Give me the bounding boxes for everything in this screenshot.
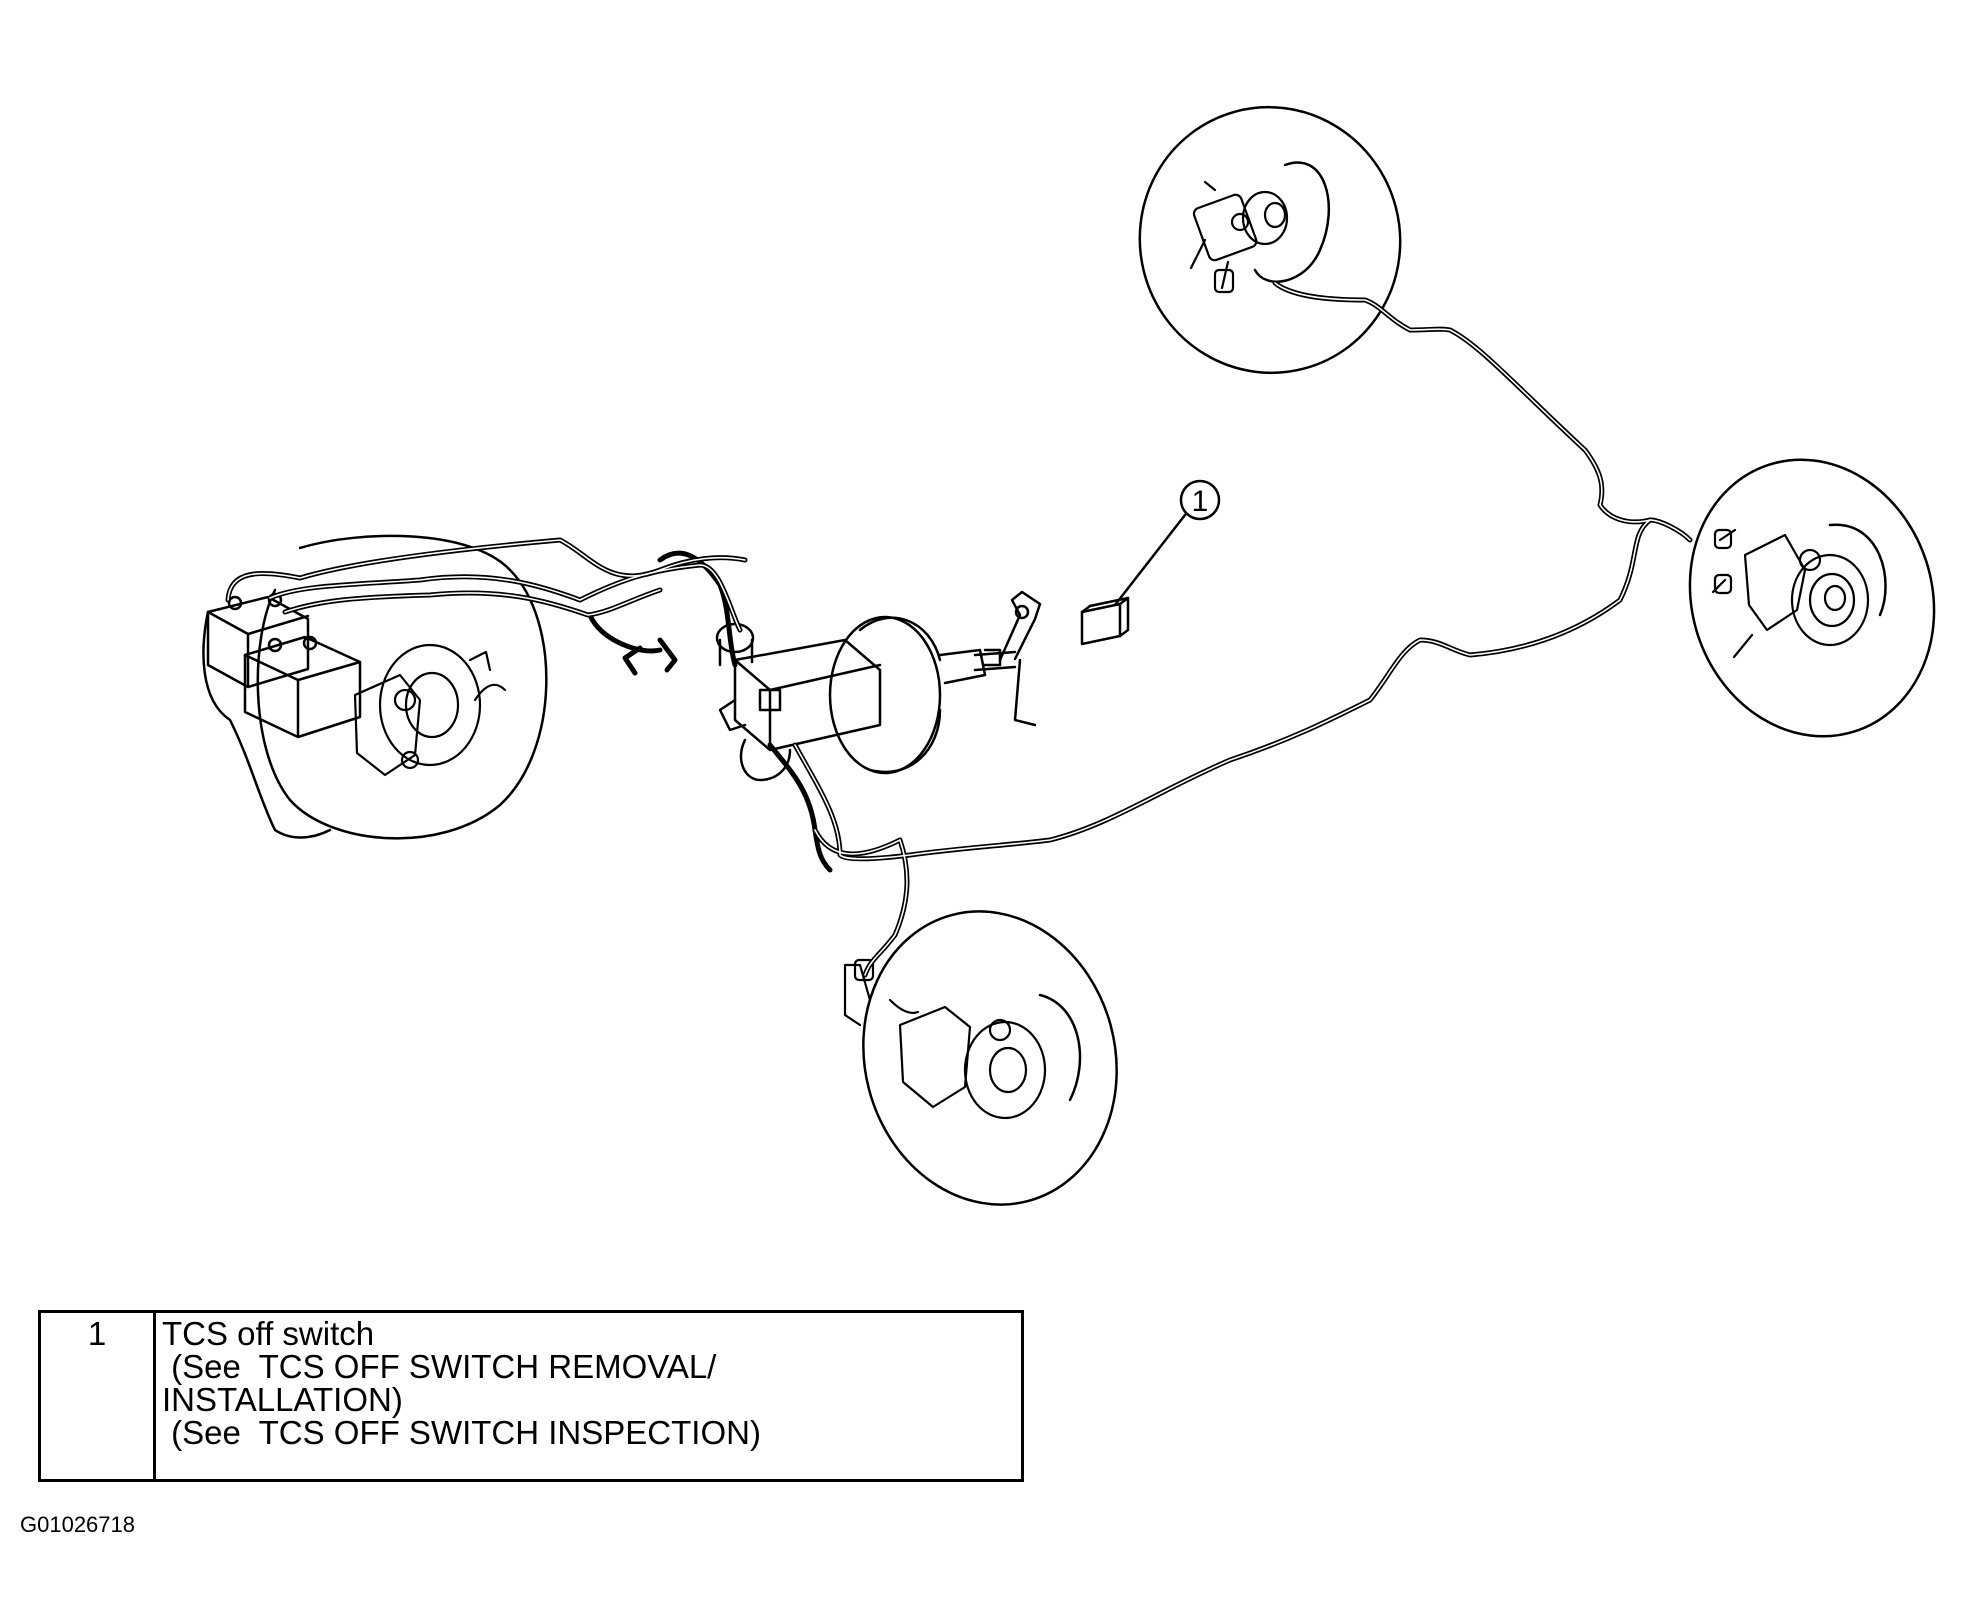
front-right-wheel (843, 910, 1118, 1206)
legend-description-line: (See TCS OFF SWITCH INSPECTION) (162, 1414, 761, 1451)
front-left-caliper (353, 643, 507, 777)
rear-right-wheel (1688, 458, 1936, 738)
front-right-caliper (843, 958, 1047, 1120)
legend-description: TCS off switch (See TCS OFF SWITCH REMOV… (153, 1310, 1024, 1482)
legend-description-line: TCS off switch (162, 1315, 375, 1352)
hydraulic-unit (202, 592, 362, 839)
front-left-wheel (256, 534, 548, 840)
callout-number: 1 (1192, 485, 1209, 518)
callout-circle (1179, 479, 1221, 521)
legend-description-line: (See TCS OFF SWITCH REMOVAL/ (162, 1348, 717, 1385)
brake-booster (828, 615, 1002, 775)
callout-leader (1113, 513, 1187, 607)
master-cylinder (715, 622, 882, 782)
rear-left-wheel (1138, 105, 1402, 375)
rear-left-caliper (1189, 180, 1289, 294)
brake-lines (225, 280, 1693, 978)
legend-description-line: INSTALLATION) (162, 1381, 403, 1418)
tcs-off-switch (1080, 596, 1130, 646)
brake-pedal (973, 590, 1042, 727)
legend-number: 1 (38, 1310, 156, 1482)
figure-id: G01026718 (20, 1512, 135, 1537)
rear-right-caliper (1711, 528, 1870, 659)
